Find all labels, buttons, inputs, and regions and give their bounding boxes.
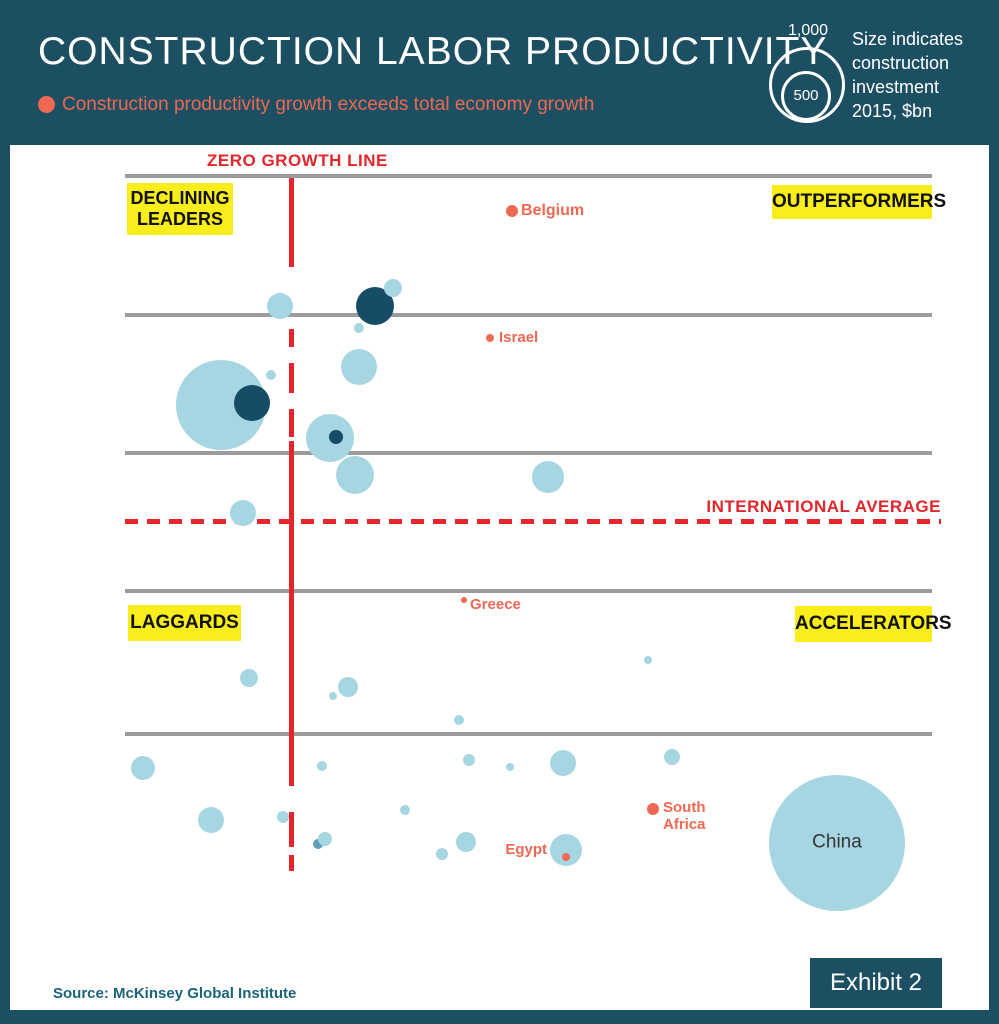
zero-growth-line: [289, 329, 294, 347]
zero-growth-line: [289, 178, 294, 267]
gridline: [125, 451, 932, 455]
belgium-label: Belgium: [521, 202, 585, 219]
egypt-bubble: [550, 834, 582, 866]
bubble: [277, 811, 289, 823]
quadrant-label-outperformers: OUTPERFORMERS: [772, 185, 946, 219]
bubble: [400, 805, 410, 815]
bubble: [436, 848, 448, 860]
bubble: [506, 763, 514, 771]
frame-border-bottom: [0, 1010, 999, 1024]
quadrant-label-accelerators: ACCELERATORS: [795, 606, 952, 642]
greece-marker: [461, 597, 467, 603]
size-legend-500-label: 500: [793, 87, 819, 104]
frame-border-right: [989, 145, 999, 1010]
size-legend-1000-label: 1,000: [787, 22, 829, 39]
bubble: [329, 692, 337, 700]
bubble: [454, 715, 464, 725]
size-legend-outer-circle-icon: [769, 47, 845, 123]
zero-growth-line: [289, 409, 294, 437]
zero-growth-line-label: ZERO GROWTH LINE: [207, 151, 388, 170]
bubble: [550, 750, 576, 776]
bubble: [198, 807, 224, 833]
source-note: Source: McKinsey Global Institute: [53, 985, 297, 1002]
bubble: [329, 430, 343, 444]
header-band: CONSTRUCTION LABOR PRODUCTIVITY Construc…: [0, 0, 999, 145]
bubble: [313, 839, 323, 849]
israel-marker: [486, 334, 494, 342]
international-average-line: [125, 519, 941, 524]
page-title: CONSTRUCTION LABOR PRODUCTIVITY: [38, 30, 828, 73]
bubble: [131, 756, 155, 780]
bubble: [664, 749, 680, 765]
israel-label: Israel: [499, 329, 539, 346]
south-africa-label: South Africa: [663, 799, 706, 833]
egypt-label: Egypt: [505, 841, 547, 858]
zero-growth-line: [289, 855, 294, 871]
bubble: [266, 370, 276, 380]
china-label: China: [812, 831, 862, 853]
size-legend-inner-circle-icon: [781, 71, 831, 121]
bubble: [240, 669, 258, 687]
frame-border-left: [0, 145, 10, 1010]
legend-dot-icon: [38, 96, 55, 113]
bubble: [336, 456, 374, 494]
bubble: [318, 832, 332, 846]
china-bubble: [769, 775, 905, 911]
bubble: [456, 832, 476, 852]
bubble: [644, 656, 652, 664]
bubble: [267, 293, 293, 319]
egypt-marker: [562, 853, 570, 861]
zero-growth-line: [289, 363, 294, 393]
gridline: [125, 313, 932, 317]
bubble: [338, 677, 358, 697]
bubble: [230, 500, 256, 526]
south-africa-marker: [647, 803, 659, 815]
greece-label: Greece: [470, 596, 521, 613]
exhibit-badge: Exhibit 2: [810, 958, 942, 1008]
bubble: [354, 323, 364, 333]
quadrant-label-laggards: LAGGARDS: [128, 605, 241, 641]
international-average-label: INTERNATIONAL AVERAGE: [706, 497, 941, 516]
bubble: [532, 461, 564, 493]
bubble: [234, 385, 270, 421]
gridline: [125, 174, 932, 178]
bubble: [384, 279, 402, 297]
belgium-marker: [506, 205, 518, 217]
bubble: [341, 349, 377, 385]
bubble: [317, 761, 327, 771]
zero-growth-line: [289, 812, 294, 847]
legend-note: Construction productivity growth exceeds…: [62, 94, 595, 115]
gridline: [125, 732, 932, 736]
gridline: [125, 589, 932, 593]
size-legend-caption: Size indicates construction investment 2…: [852, 29, 964, 121]
zero-growth-line: [289, 441, 294, 786]
bubble: [463, 754, 475, 766]
quadrant-label-declining-leaders: DECLINING LEADERS: [127, 183, 233, 235]
